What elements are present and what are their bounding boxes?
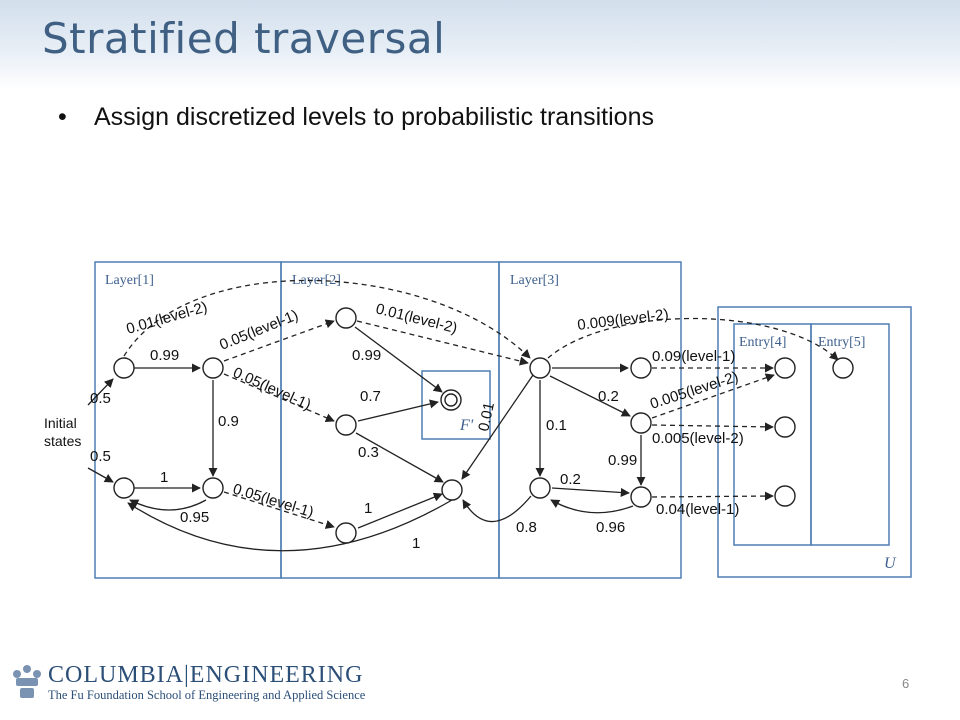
- edge-h-j: [357, 492, 443, 529]
- crown-icon: [13, 665, 41, 698]
- edge-label-23: 0.005(level-2): [652, 430, 744, 447]
- edge-label-13: 1: [160, 469, 168, 486]
- edge-label-0: 0.01(level-2): [124, 299, 209, 338]
- logo-subtitle: The Fu Foundation School of Engineering …: [48, 688, 366, 702]
- edge-label-21: 0.005(level-2): [648, 368, 740, 413]
- state-h: [335, 522, 357, 544]
- edge-label-11: 0.3: [358, 444, 379, 461]
- edge-label-10: 0.7: [360, 388, 381, 405]
- accepting-set-box: [421, 370, 491, 440]
- edge-label-16: 1: [364, 500, 372, 517]
- bullet-item: • Assign discretized levels to probabilis…: [58, 103, 654, 132]
- state-c: [335, 307, 357, 329]
- edge-b-g-dashed: [223, 373, 335, 422]
- state-j: [441, 479, 463, 501]
- state-accepting-inner: [444, 393, 458, 407]
- edge-label-15: 0.05(level-1): [231, 481, 316, 522]
- edge-label-17: 1: [412, 535, 420, 552]
- layer-1-label: Layer[1]: [105, 273, 154, 288]
- logo-main-text: COLUMBIA|ENGINEERING: [48, 662, 364, 688]
- edge-label-1: 0.05(level-1): [217, 307, 301, 354]
- edge-g-acc: [357, 399, 439, 422]
- state-l: [630, 412, 652, 434]
- edge-n-m: [550, 499, 634, 514]
- layer-3-box: [498, 261, 682, 579]
- state-o: [774, 357, 796, 379]
- edge-i-j: [461, 374, 534, 480]
- initial-states-label-2: states: [44, 433, 81, 449]
- layer-2-label: Layer[2]: [292, 273, 341, 288]
- edge-i-p-dashed: [547, 317, 839, 361]
- entry-4-box: [733, 323, 812, 546]
- edge-label-26: 0.96: [596, 519, 625, 536]
- edge-label-24: 0.99: [608, 452, 637, 469]
- edge-label-7: 0.5: [90, 448, 111, 465]
- edge-label-12: 0.01: [475, 401, 498, 433]
- state-k: [630, 357, 652, 379]
- unknown-set-box: [717, 306, 912, 578]
- title-band: [0, 0, 960, 90]
- accepting-set-label: F': [459, 417, 474, 434]
- edge-label-27: 0.04(level-1): [656, 501, 739, 518]
- state-b: [202, 357, 224, 379]
- edge-label-9: 0.05(level-1): [230, 364, 313, 413]
- edge-a-i-dashed: [123, 279, 531, 359]
- edge-i-l: [549, 375, 631, 417]
- edge-label-22: 0.1: [546, 417, 567, 434]
- initial-states-label-1: Initial: [44, 415, 77, 431]
- edge-m-j: [462, 495, 532, 523]
- edge-label-20: 0.2: [598, 388, 619, 405]
- state-p: [832, 357, 854, 379]
- edge-c-i-dashed: [356, 320, 529, 366]
- edge-e-h-dashed: [223, 491, 335, 529]
- bullet-text: Assign discretized levels to probabilist…: [94, 103, 654, 131]
- state-g: [335, 414, 357, 436]
- state-m: [529, 477, 551, 499]
- edge-initial-a: [87, 378, 114, 406]
- entry-4-label: Entry[4]: [739, 335, 786, 350]
- edge-label-18: 0.8: [516, 519, 537, 536]
- state-q: [774, 416, 796, 438]
- edge-initial-b: [87, 467, 114, 483]
- edge-m-n: [551, 487, 630, 498]
- slide-title: Stratified traversal: [42, 14, 446, 63]
- state-e: [202, 477, 224, 499]
- edge-l-q-dashed: [651, 422, 774, 432]
- unknown-set-label: U: [884, 555, 897, 572]
- edge-label-25: 0.2: [560, 471, 581, 488]
- edge-n-r-dashed: [651, 491, 774, 501]
- page-number: 6: [902, 676, 910, 691]
- edge-b-c-dashed: [223, 319, 335, 362]
- bullet-dot-icon: •: [58, 103, 67, 131]
- edge-label-8: 0.9: [218, 413, 239, 430]
- state-d: [113, 477, 135, 499]
- entry-5-box: [810, 323, 890, 546]
- columbia-engineering-logo: COLUMBIA|ENGINEERING The Fu Foundation S…: [10, 660, 390, 704]
- edge-label-3: 0.009(level-2): [576, 306, 669, 334]
- entry-5-label: Entry[5]: [818, 335, 865, 350]
- edge-j-d: [127, 499, 453, 552]
- layer-3-label: Layer[3]: [510, 273, 559, 288]
- edge-label-6: 0.5: [90, 390, 111, 407]
- edge-g-j: [355, 432, 444, 483]
- edge-l-o-dashed: [651, 373, 775, 419]
- edge-label-14: 0.95: [180, 509, 209, 526]
- state-r: [774, 485, 796, 507]
- edge-e-d: [129, 499, 207, 511]
- edge-c-acc: [354, 326, 443, 393]
- state-n: [630, 486, 652, 508]
- edge-label-4: 0.99: [150, 347, 179, 364]
- edge-label-5: 0.99: [352, 347, 381, 364]
- edge-label-19: 0.09(level-1): [652, 348, 735, 365]
- state-i: [529, 357, 551, 379]
- edge-label-2: 0.01(level-2): [374, 300, 459, 337]
- state-a: [113, 357, 135, 379]
